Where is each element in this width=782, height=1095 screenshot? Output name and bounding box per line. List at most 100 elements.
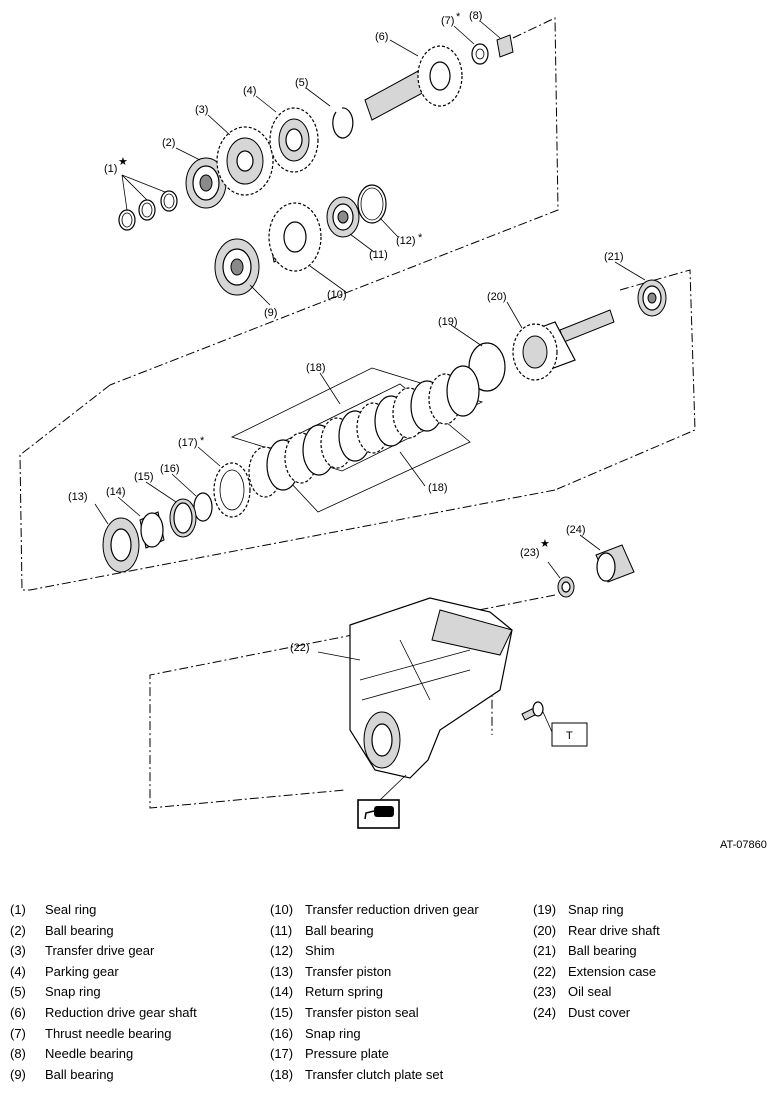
snap-ring-5: [332, 107, 354, 139]
callout-21: (21): [604, 251, 624, 263]
legend-number: (22): [533, 963, 557, 979]
exploded-view-diagram: T (1) (2) (3) (4): [19, 10, 696, 829]
callout-18-bottom: (18): [428, 482, 448, 494]
legend-number: (5): [10, 984, 26, 1000]
callout-3: (3): [195, 104, 208, 116]
oil-seal: [557, 576, 575, 598]
callout-16: (16): [160, 463, 180, 475]
leader-lines: [94, 20, 646, 661]
legend-number: (8): [10, 1046, 26, 1062]
torque-label-box: T: [542, 711, 588, 747]
extension-case: [349, 597, 513, 779]
parts-legend: (1)Seal ring(2)Ball bearing(3)Transfer d…: [0, 900, 782, 1095]
legend-part-name: Transfer piston seal: [305, 1004, 419, 1020]
callout-18-top: (18): [306, 362, 326, 374]
needle-bearing-8: [496, 34, 514, 58]
ball-bearing-9: [214, 238, 260, 296]
transfer-piston: [102, 517, 140, 573]
legend-number: (20): [533, 922, 557, 938]
callout-22: (22): [290, 642, 310, 654]
legend-number: (14): [270, 984, 294, 1000]
legend-number: (16): [270, 1025, 294, 1041]
legend-number: (10): [270, 902, 294, 917]
legend-part-name: Thrust needle bearing: [45, 1025, 172, 1041]
reference-code: AT-07860: [720, 839, 767, 851]
callout-2: (2): [162, 137, 175, 149]
legend-number: (17): [270, 1046, 294, 1062]
legend-number: (15): [270, 1004, 294, 1020]
shim: [357, 184, 387, 224]
star-mark-23: ★: [540, 538, 550, 550]
ball-bearing-2: [185, 157, 227, 209]
sealant-icon: [357, 774, 407, 829]
callout-13: (13): [68, 491, 88, 503]
return-spring: [139, 511, 165, 549]
callout-7: (7): [441, 15, 454, 27]
thrust-needle-bearing: [471, 43, 489, 65]
asterisk-mark-12: *: [418, 232, 423, 244]
legend-part-name: Return spring: [305, 984, 384, 1000]
legend-number: (6): [10, 1004, 26, 1020]
marks: ★ ★ * * *: [118, 11, 550, 550]
legend-number: (7): [10, 1025, 26, 1041]
callout-10: (10): [327, 289, 347, 301]
snap-ring-16: [193, 492, 213, 522]
legend-number: (12): [270, 943, 294, 959]
callout-4: (4): [243, 85, 256, 97]
legend-part-name: Transfer reduction driven gear: [305, 902, 479, 917]
callout-20: (20): [487, 291, 507, 303]
callout-5: (5): [295, 77, 308, 89]
legend-part-name: Seal ring: [45, 902, 97, 917]
legend-part-name: Snap ring: [568, 902, 624, 917]
rear-drive-shaft: [512, 309, 615, 381]
legend-part-name: Reduction drive gear shaft: [45, 1004, 197, 1020]
legend-part-name: Pressure plate: [305, 1046, 389, 1062]
callout-6: (6): [375, 31, 388, 43]
bolt: [521, 701, 544, 721]
callout-labels: (1) (2) (3) (4) (5) (6) (7) (8) (9) (10)…: [68, 10, 624, 654]
torque-label: T: [566, 730, 573, 742]
parking-gear: [269, 107, 319, 173]
legend-part-name: Transfer drive gear: [45, 943, 155, 959]
callout-14: (14): [106, 486, 126, 498]
legend-number: (23): [533, 984, 557, 1000]
snap-ring-19: [468, 342, 506, 392]
callout-8: (8): [469, 10, 482, 22]
callout-12: (12): [396, 235, 416, 247]
clutch-plate-set: [230, 365, 484, 513]
legend-part-name: Transfer piston: [305, 963, 392, 979]
legend-part-name: Oil seal: [568, 984, 612, 1000]
callout-15: (15): [134, 471, 154, 483]
seal-rings: [118, 174, 178, 231]
callout-23: (23): [520, 547, 540, 559]
legend-part-name: Parking gear: [45, 963, 119, 979]
callout-24: (24): [566, 524, 586, 536]
star-mark-1: ★: [118, 156, 128, 168]
callout-9: (9): [264, 307, 277, 319]
dust-cover: [595, 544, 635, 583]
legend-part-name: Shim: [305, 943, 335, 959]
legend-part-name: Needle bearing: [45, 1046, 134, 1062]
asterisk-mark-7: *: [456, 11, 461, 23]
asterisk-mark-17: *: [200, 435, 205, 447]
legend-number: (24): [533, 1004, 557, 1020]
legend-number: (18): [270, 1066, 294, 1082]
ball-bearing-21: [637, 279, 667, 317]
legend-part-name: Snap ring: [45, 984, 101, 1000]
legend-part-name: Ball bearing: [568, 943, 637, 959]
legend-part-name: Rear drive shaft: [568, 922, 660, 938]
legend-number: (9): [10, 1066, 26, 1082]
pressure-plate: [213, 462, 251, 518]
callout-19: (19): [438, 316, 458, 328]
legend-part-name: Ball bearing: [45, 1066, 114, 1082]
legend-part-name: Transfer clutch plate set: [305, 1066, 444, 1082]
legend-part-name: Extension case: [568, 963, 657, 979]
legend-number: (2): [10, 922, 26, 938]
legend-part-name: Ball bearing: [45, 922, 114, 938]
legend-number: (3): [10, 943, 26, 959]
legend-part-name: Dust cover: [568, 1004, 631, 1020]
ball-bearing-11: [326, 196, 360, 238]
legend-number: (11): [270, 922, 293, 938]
legend-part-name: Ball bearing: [305, 922, 374, 938]
transfer-reduction-driven-gear: [268, 202, 322, 272]
